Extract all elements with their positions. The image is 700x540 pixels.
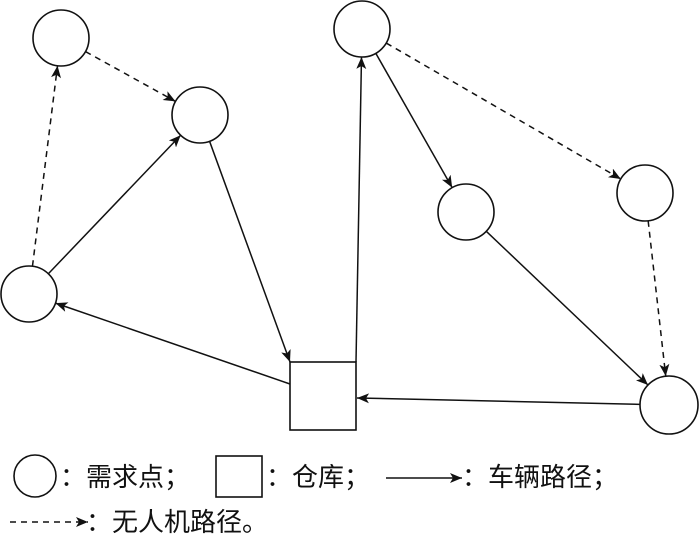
drone-route-arrow: [385, 42, 622, 180]
demand-point-d: [333, 0, 391, 58]
legend-circle-icon: [13, 454, 57, 498]
vehicle-route-arrow: [356, 393, 641, 406]
demand-point-e: [437, 183, 495, 241]
vehicle-route-arrow: [375, 52, 453, 189]
vehicle-route-arrow: [55, 302, 291, 385]
vehicle-route-arrow: [355, 56, 367, 363]
demand-point-b: [171, 86, 229, 144]
demand-point-f: [616, 164, 674, 222]
drone-route-arrow: [31, 65, 61, 267]
demand-point-c: [0, 265, 58, 323]
vehicle-route-arrow: [485, 230, 649, 386]
drone-route-arrow: [85, 50, 176, 103]
legend: ：需求点； ：仓库； ：车辆路径； ：无人机路径。: [10, 454, 618, 538]
legend-demand-point-label: ：需求点；: [60, 463, 190, 493]
vehicle-route-arrow: [47, 134, 182, 275]
legend-depot-label: ：仓库；: [266, 463, 370, 493]
legend-square-icon: [215, 455, 263, 498]
demand-point-a: [32, 9, 90, 67]
demand-point-g: [639, 375, 699, 435]
depot: [289, 361, 357, 431]
drone-route-arrow: [647, 220, 670, 377]
legend-vehicle-route-label: ：车辆路径；: [462, 463, 618, 493]
legend-drone-route-label: ：无人机路径。: [86, 508, 268, 538]
vehicle-route-arrow: [208, 141, 291, 363]
